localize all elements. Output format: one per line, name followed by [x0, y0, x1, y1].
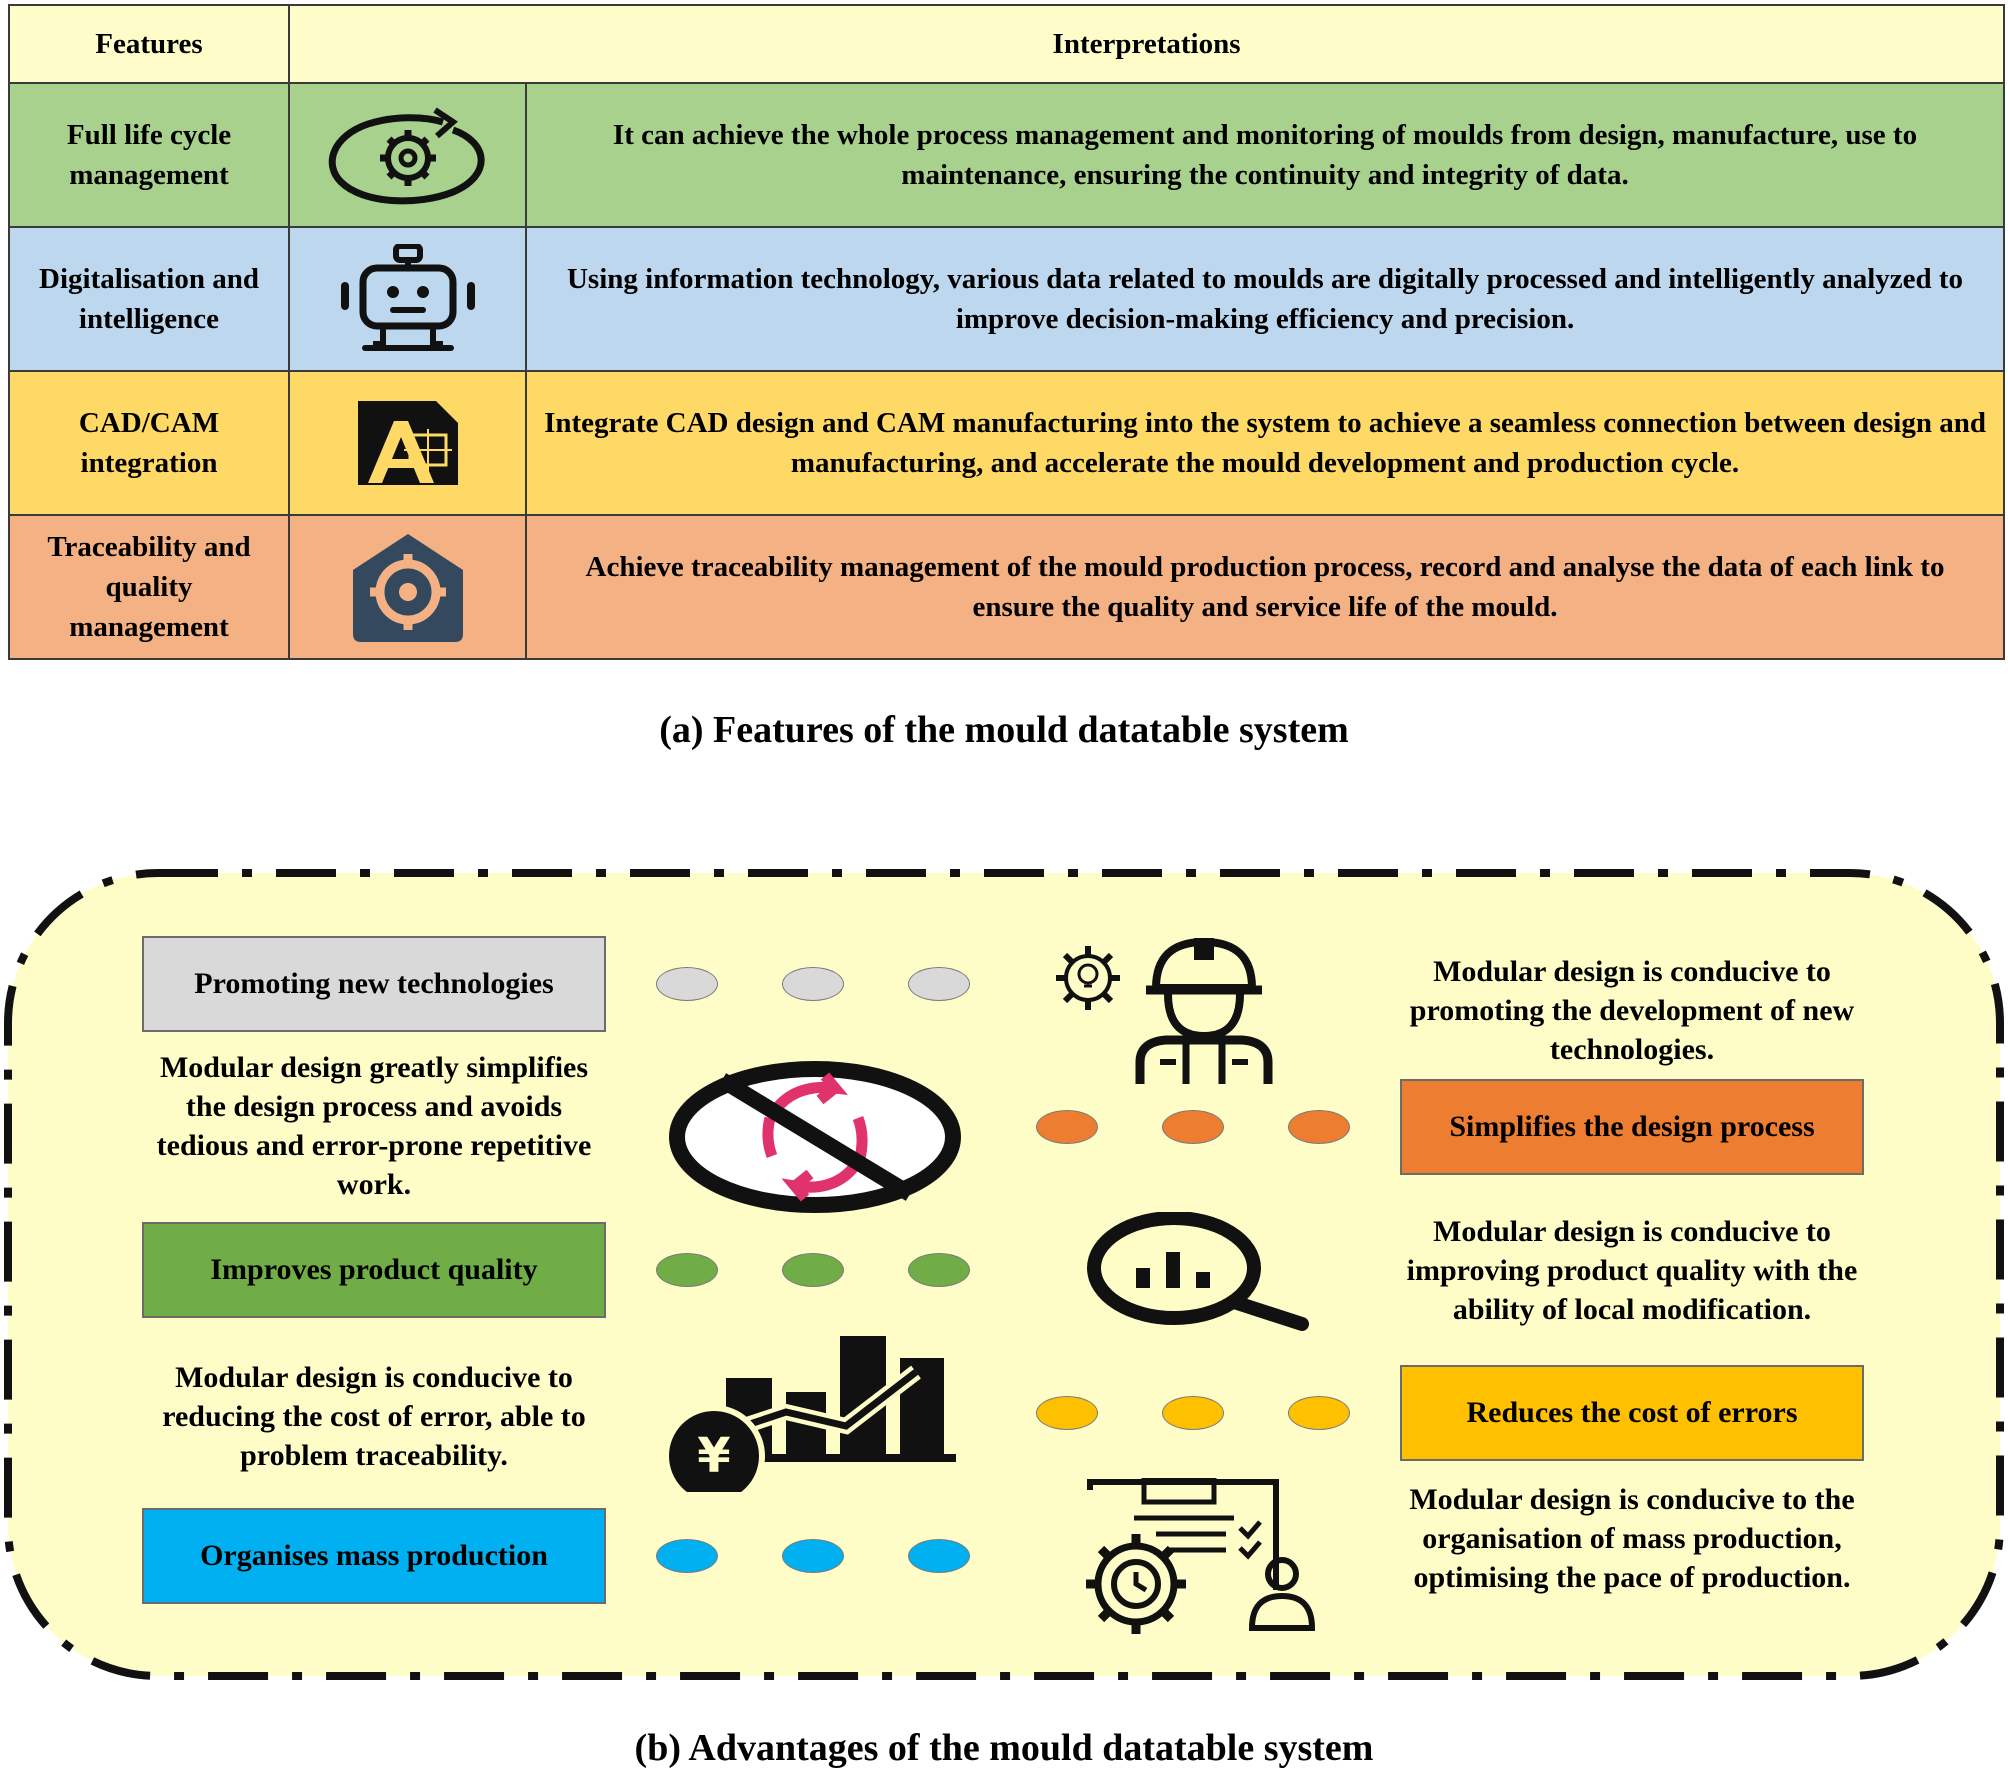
dot [908, 1253, 970, 1287]
feature-interpretation: Integrate CAD design and CAM manufacturi… [524, 370, 2006, 516]
table-row: Full life cycle management It can achiev [8, 82, 2006, 228]
svg-text:¥: ¥ [697, 1428, 730, 1484]
dot [1288, 1396, 1350, 1430]
dot [1162, 1110, 1224, 1144]
dot [656, 967, 718, 1001]
dot [782, 1253, 844, 1287]
production-schedule-icon [1086, 1478, 1316, 1634]
dot [1288, 1110, 1350, 1144]
feature-interpretation: Using information technology, various da… [524, 226, 2006, 372]
dot [908, 1539, 970, 1573]
dot [656, 1539, 718, 1573]
no-repeat-icon [669, 1061, 961, 1213]
label-simplifies-design-process: Simplifies the design process [1400, 1079, 1864, 1175]
header-interpretations: Interpretations [287, 4, 2006, 84]
label-promoting-new-technologies: Promoting new technologies [142, 936, 606, 1032]
desc-reduces-cost-of-errors: Modular design is conducive to reducing … [162, 1361, 586, 1472]
label-organises-mass-production: Organises mass production [142, 1508, 606, 1604]
feature-name: Digitalisation and intelligence [8, 226, 290, 372]
dot [782, 967, 844, 1001]
desc-simplifies-design-process: Modular design greatly simplifies the de… [156, 1051, 592, 1201]
dot [656, 1253, 718, 1287]
lifecycle-gear-icon [288, 82, 527, 228]
header-features: Features [8, 4, 290, 84]
label-reduces-cost-of-errors: Reduces the cost of errors [1400, 1365, 1864, 1461]
dot [782, 1539, 844, 1573]
desc-organises-mass-production: Modular design is conducive to the organ… [1409, 1483, 1855, 1594]
target-house-icon [288, 514, 527, 660]
table-row: CAD/CAM integration Integrate CAD design… [8, 370, 2006, 516]
feature-name: Full life cycle management [8, 82, 290, 228]
cad-logo-icon [288, 370, 527, 516]
table-row: Traceability and quality management Achi… [8, 514, 2006, 660]
feature-name: Traceability and quality management [8, 514, 290, 660]
feature-interpretation: It can achieve the whole process managem… [524, 82, 2006, 228]
caption-b: (b) Advantages of the mould datatable sy… [634, 1727, 1374, 1769]
features-table: Features Interpretations Full life cycle… [8, 4, 2006, 660]
engineer-icon [1056, 937, 1273, 1084]
feature-interpretation: Achieve traceability management of the m… [524, 514, 2006, 660]
dot [1162, 1396, 1224, 1430]
dot [908, 967, 970, 1001]
cost-chart-icon: ¥ [663, 1336, 956, 1492]
desc-improves-product-quality: Modular design is conducive to improving… [1406, 1215, 1858, 1326]
table-row: Digitalisation and intelligence Using in… [8, 226, 2006, 372]
table-header-row: Features Interpretations [8, 4, 2006, 84]
dot [1036, 1396, 1098, 1430]
label-improves-product-quality: Improves product quality [142, 1222, 606, 1318]
search-chart-icon [1087, 1212, 1309, 1331]
robot-icon [288, 226, 527, 372]
caption-a: (a) Features of the mould datatable syst… [659, 709, 1349, 751]
dot [1036, 1110, 1098, 1144]
feature-name: CAD/CAM integration [8, 370, 290, 516]
desc-promoting-new-technologies: Modular design is conducive to promoting… [1409, 955, 1855, 1066]
